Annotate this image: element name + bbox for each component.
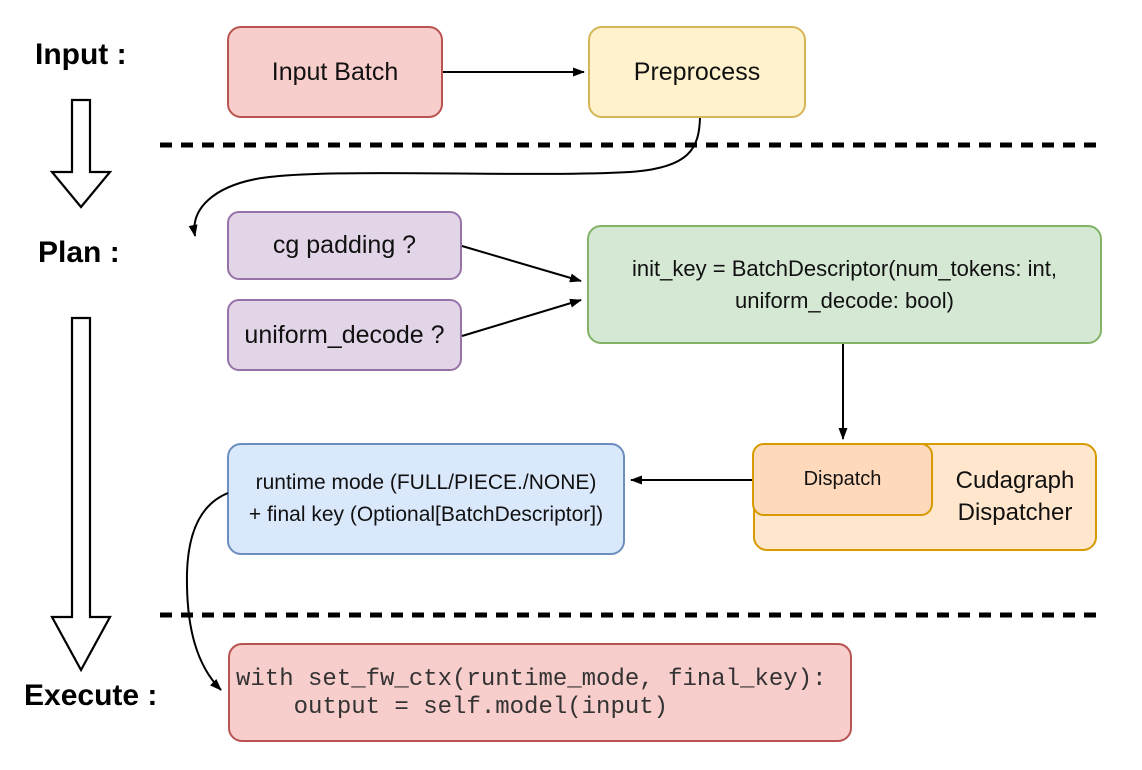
node-dispatch-label: Dispatch [803, 468, 882, 490]
stage-label-plan: Plan : [38, 236, 120, 269]
node-runtime-line1: runtime mode (FULL/PIECE./NONE) [255, 471, 597, 494]
node-input-batch: Input Batch [227, 26, 443, 118]
node-init-key-line2: uniform_decode: bool) [735, 287, 954, 313]
node-cg-padding: cg padding ? [227, 211, 462, 280]
arrow-cg-padding-to-init-key [461, 245, 582, 283]
flow-arrow-plan-to-execute-icon [50, 316, 112, 673]
node-cg-padding-label: cg padding ? [272, 231, 417, 259]
node-execute-code: with set_fw_ctx(runtime_mode, final_key)… [228, 643, 852, 742]
node-dispatch: Dispatch [752, 443, 933, 516]
stage-label-input: Input : [35, 38, 127, 71]
arrow-runtime-mode-to-execute-code [185, 492, 229, 691]
flow-arrow-input-to-plan-icon [49, 98, 113, 209]
stage-label-execute: Execute : [24, 679, 158, 712]
node-preprocess-label: Preprocess [633, 57, 761, 86]
arrow-uniform-decode-to-init-key [461, 298, 582, 337]
node-cudagraph-dispatcher-label: Cudagraph Dispatcher [933, 443, 1097, 551]
node-uniform-decode: uniform_decode ? [227, 299, 462, 371]
cudagraph-label-line2: Dispatcher [957, 499, 1073, 526]
node-input-batch-label: Input Batch [271, 57, 399, 86]
node-uniform-decode-label: uniform_decode ? [244, 320, 445, 349]
node-init-key-line1: init_key = BatchDescriptor(num_tokens: i… [632, 255, 1057, 281]
node-runtime-mode-result: runtime mode (FULL/PIECE./NONE) + final … [227, 443, 625, 555]
node-preprocess: Preprocess [588, 26, 806, 118]
node-runtime-line2: + final key (Optional[BatchDescriptor]) [248, 503, 604, 526]
node-init-key: init_key = BatchDescriptor(num_tokens: i… [587, 225, 1102, 344]
execute-code-line1: with set_fw_ctx(runtime_mode, final_key)… [236, 666, 827, 693]
cudagraph-label-line1: Cudagraph [955, 467, 1075, 494]
execute-code-line2: output = self.model(input) [236, 694, 669, 721]
